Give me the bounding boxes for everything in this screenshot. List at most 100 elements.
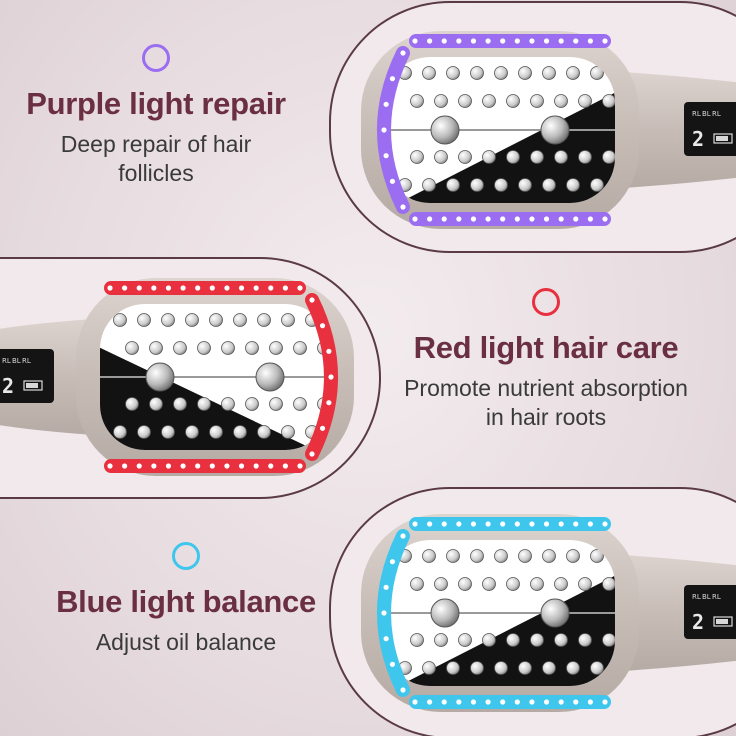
comb-pin xyxy=(233,313,247,327)
comb-pin xyxy=(458,150,472,164)
led-dot xyxy=(297,463,303,469)
comb-pin xyxy=(470,549,484,563)
massage-ball xyxy=(255,362,285,392)
comb-pin xyxy=(458,633,472,647)
led-dot xyxy=(268,285,274,291)
comb-pin xyxy=(578,633,592,647)
led-dot xyxy=(427,521,433,527)
led-dot xyxy=(297,285,303,291)
comb-pin xyxy=(185,313,199,327)
comb-pin xyxy=(482,633,496,647)
comb-pin xyxy=(137,313,151,327)
comb-pin xyxy=(161,425,175,439)
comb-pin xyxy=(506,633,520,647)
battery-icon xyxy=(713,133,733,144)
comb-pin xyxy=(458,577,472,591)
red-ring-icon xyxy=(532,288,560,316)
comb-pin xyxy=(434,94,448,108)
display-mode-label: RL xyxy=(712,593,721,601)
led-dot xyxy=(529,38,535,44)
comb-pin xyxy=(422,549,436,563)
led-dot xyxy=(573,216,579,222)
led-dot xyxy=(427,38,433,44)
led-dot xyxy=(500,521,506,527)
comb-pin xyxy=(245,397,259,411)
comb-pin xyxy=(602,150,615,164)
massage-ball xyxy=(145,362,175,392)
comb-pin xyxy=(566,66,580,80)
led-dot xyxy=(587,38,593,44)
comb-pin xyxy=(494,178,508,192)
comb-pin xyxy=(161,313,175,327)
comb-pin xyxy=(149,341,163,355)
comb-pin xyxy=(470,661,484,675)
comb-pin xyxy=(530,633,544,647)
comb-pin xyxy=(590,66,604,80)
comb-pin xyxy=(197,341,211,355)
led-dot xyxy=(456,38,462,44)
comb-pin xyxy=(578,94,592,108)
led-strip xyxy=(104,281,306,295)
led-dot xyxy=(485,521,491,527)
comb-pin xyxy=(494,661,508,675)
comb-pin xyxy=(542,661,556,675)
comb-pin xyxy=(470,66,484,80)
led-dot xyxy=(558,38,564,44)
led-dot xyxy=(381,610,387,616)
comb-pin xyxy=(518,661,532,675)
led-dot xyxy=(558,699,564,705)
comb-pin xyxy=(530,150,544,164)
comb-pin xyxy=(113,425,127,439)
led-dot xyxy=(282,285,288,291)
comb-pin xyxy=(482,577,496,591)
led-dot xyxy=(470,521,477,527)
comb-pin xyxy=(149,397,163,411)
comb-pin xyxy=(422,661,436,675)
led-dot xyxy=(587,699,593,705)
led-dot xyxy=(573,521,579,527)
comb-pin xyxy=(113,313,127,327)
led-dot xyxy=(253,285,259,291)
led-dot xyxy=(383,153,389,159)
led-dot xyxy=(151,463,157,469)
battery-icon xyxy=(23,380,43,391)
comb-pin xyxy=(125,397,139,411)
led-dot xyxy=(383,584,389,590)
comb-pin xyxy=(554,633,568,647)
led-dot xyxy=(268,463,274,469)
led-dot xyxy=(529,216,535,222)
comb-pin xyxy=(137,425,151,439)
led-dot xyxy=(412,699,418,705)
led-dot xyxy=(602,38,608,44)
comb-pin xyxy=(542,178,556,192)
comb-pin xyxy=(566,178,580,192)
led-dot xyxy=(441,216,447,222)
feature-title: Blue light balance xyxy=(56,584,316,619)
feature-purple: Purple light repair Deep repair of hair … xyxy=(0,44,316,188)
comb-pin xyxy=(422,178,436,192)
led-dot xyxy=(573,699,579,705)
comb-pin xyxy=(434,633,448,647)
led-dot xyxy=(165,463,172,469)
feature-description: Promote nutrient absorption in hair root… xyxy=(404,375,688,430)
led-dot xyxy=(389,178,396,184)
comb-pin xyxy=(482,150,496,164)
led-dot xyxy=(400,687,406,693)
comb-pin xyxy=(434,150,448,164)
comb-pin xyxy=(590,661,604,675)
display-level-number: 2 xyxy=(692,127,704,151)
led-dot xyxy=(543,38,550,44)
comb-pin xyxy=(422,66,436,80)
led-dot xyxy=(500,38,506,44)
led-dot xyxy=(326,348,332,354)
feature-title: Red light hair care xyxy=(413,330,679,365)
comb-pin xyxy=(590,549,604,563)
comb-pin xyxy=(233,425,247,439)
display-mode-label: RL xyxy=(692,110,701,118)
led-dot xyxy=(224,285,230,291)
